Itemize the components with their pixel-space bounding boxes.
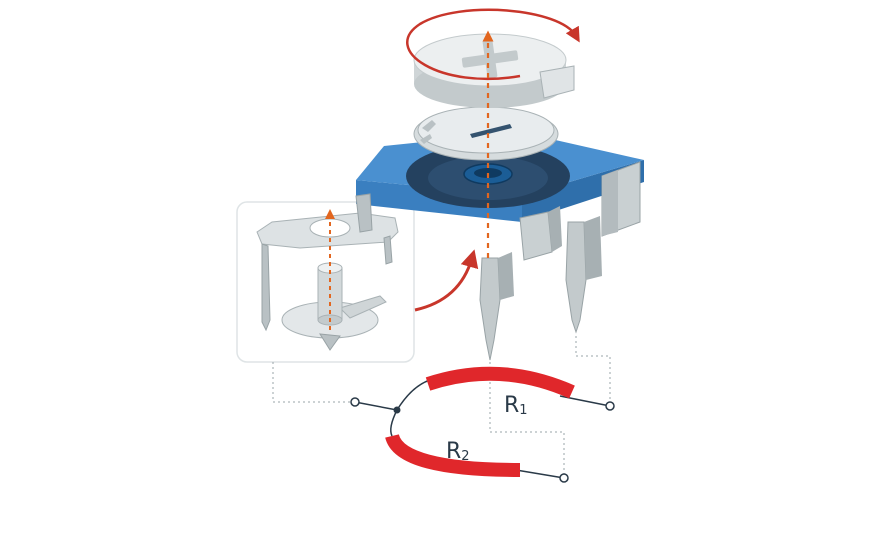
wiper-inset-panel — [236, 201, 415, 363]
rotation-arrow — [406, 8, 580, 81]
circuit-schematic: R1 R2 — [350, 366, 615, 483]
terminal-wiper — [350, 397, 360, 407]
resistor-r1-track — [425, 366, 575, 399]
wiper-disc-exploded — [413, 106, 559, 161]
label-r1: R1 — [504, 393, 528, 418]
terminal-r1 — [605, 401, 615, 411]
pin-left — [355, 193, 373, 233]
label-r2: R2 — [446, 439, 470, 464]
pin-wiper — [479, 257, 501, 361]
pin-right — [565, 221, 587, 334]
terminal-r2 — [559, 473, 569, 483]
inset-to-component-arrow — [414, 249, 479, 312]
potentiometer-housing — [356, 132, 644, 222]
terminal-pins — [355, 161, 641, 361]
rotor-knob — [413, 33, 575, 108]
resistor-r2-track — [385, 433, 521, 477]
wiper-junction — [393, 406, 401, 414]
leader-lines — [272, 336, 611, 476]
